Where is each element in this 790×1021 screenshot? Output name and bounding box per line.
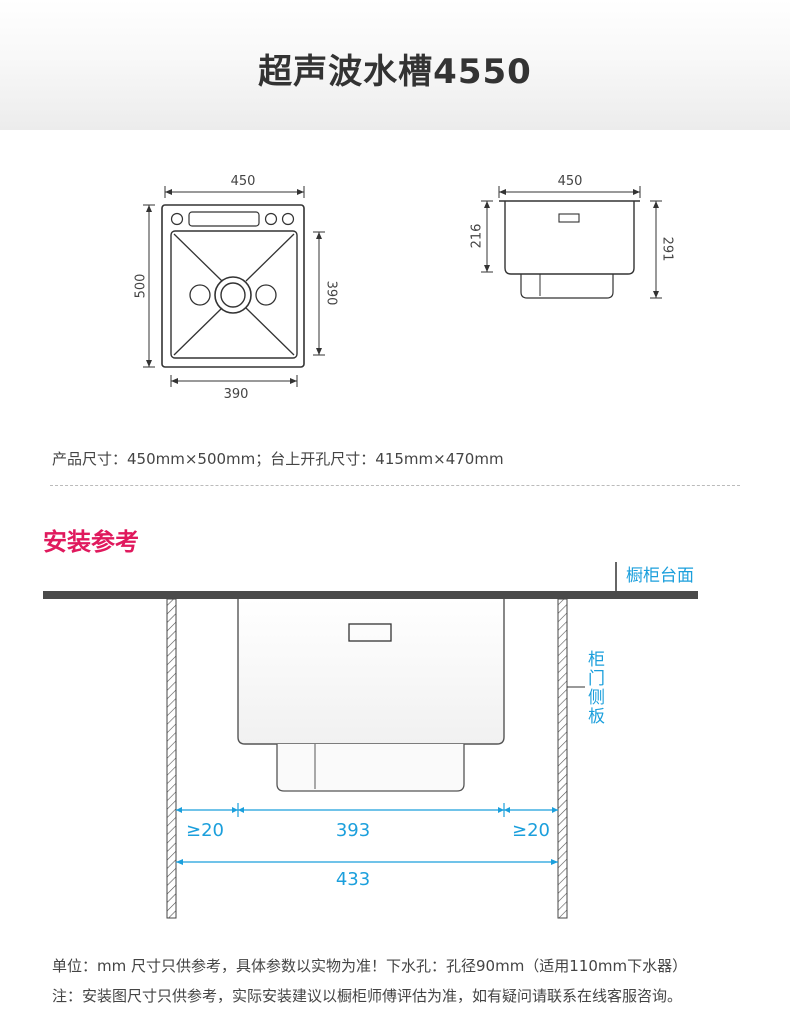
note-line-2: 注：安装图尺寸只供参考，实际安装建议以橱柜师傅评估为准，如有疑问请联系在线客服咨… [52, 987, 683, 1005]
top-width-label: 450 [231, 174, 256, 189]
cabinet-panel-right [557, 598, 568, 919]
note-line-1: 单位：mm 尺寸只供参考，具体参数以实物为准！下水孔：孔径90mm（适用110m… [52, 957, 688, 975]
page-title: 超声波水槽4550 [258, 52, 532, 92]
inner-height-label: 390 [324, 281, 339, 306]
cabinet-panel-left [166, 598, 177, 919]
side-view-drawing [481, 186, 662, 299]
cabinet-side-label: 柜门侧板 [588, 650, 605, 727]
divider [50, 485, 740, 486]
side-width-label: 450 [558, 174, 583, 189]
countertop-slab [43, 591, 698, 599]
strainer [276, 744, 465, 792]
top-view-drawing [143, 186, 325, 387]
installation-diagram [43, 562, 698, 919]
inner-width-label: 390 [224, 387, 249, 402]
side-total-depth-label: 291 [660, 237, 675, 262]
gap-left-label: ≥20 [186, 820, 224, 841]
section-title: 安装参考 [43, 528, 139, 556]
header-banner [0, 0, 790, 130]
countertop-label: 橱柜台面 [626, 566, 694, 586]
gap-right-label: ≥20 [512, 820, 550, 841]
product-size-text: 产品尺寸：450mm×500mm；台上开孔尺寸：415mm×470mm [52, 450, 504, 468]
sink-badge [348, 623, 392, 642]
sink-width-label: 393 [335, 820, 371, 841]
sink-body [237, 599, 505, 745]
cabinet-width-label: 433 [335, 869, 371, 890]
side-depth-label: 216 [470, 224, 485, 249]
top-height-label: 500 [134, 274, 149, 299]
